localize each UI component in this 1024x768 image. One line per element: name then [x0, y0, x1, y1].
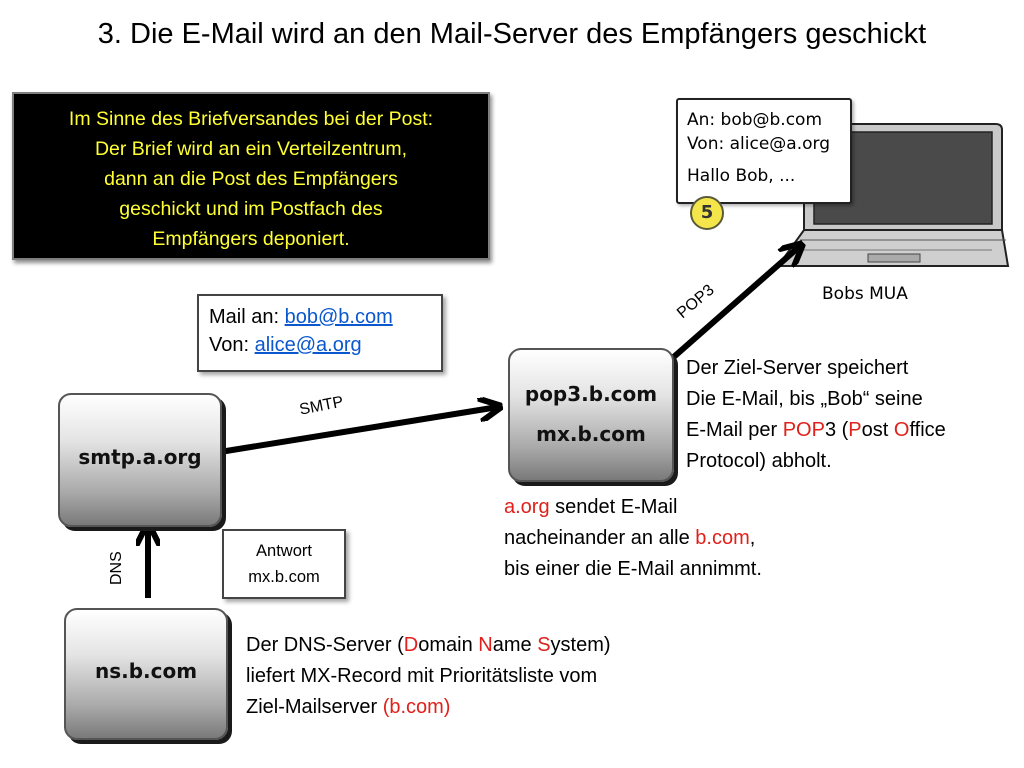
text-line: Protocol) abholt.: [686, 450, 832, 472]
step-number-badge: 5: [690, 196, 724, 230]
email-body: Hallo Bob, ...: [687, 166, 796, 186]
mail-to-link[interactable]: bob@b.com: [284, 306, 393, 328]
pop3-mx-server: pop3.b.com mx.b.com: [508, 348, 674, 482]
answer-line: mx.b.com: [248, 568, 320, 586]
mail-from-link[interactable]: alice@a.org: [254, 334, 362, 356]
text-line: a.org sendet E-Mail: [504, 496, 678, 518]
ns-server: ns.b.com: [64, 608, 228, 740]
smtp-arrow: [219, 407, 498, 455]
text-line: nacheinander an alle b.com,: [504, 527, 756, 549]
mail-to-prefix: Mail an:: [209, 306, 285, 328]
info-line: dann an die Post des Empfängers: [104, 168, 398, 190]
mua-label: Bobs MUA: [822, 284, 908, 304]
ziel-server-description: Der Ziel-Server speichert Die E-Mail, bi…: [686, 353, 946, 477]
slide-title: 3. Die E-Mail wird an den Mail-Server de…: [97, 18, 927, 50]
pop3-server-label: pop3.b.com: [524, 382, 658, 406]
text-line: Der Ziel-Server speichert: [686, 357, 909, 379]
laptop-icon: [776, 123, 1010, 267]
info-line: geschickt und im Postfach des: [119, 198, 383, 220]
text-line: E-Mail per POP3 (Post Office: [686, 419, 946, 441]
info-line: Empfängers deponiert.: [152, 228, 350, 250]
text-line: liefert MX-Record mit Prioritätsliste vo…: [246, 665, 598, 687]
dns-server-description: Der DNS-Server (Domain Name System) lief…: [246, 630, 611, 723]
analogy-info-box: Im Sinne des Briefversandes bei der Post…: [12, 92, 490, 260]
text-line: Ziel-Mailserver (b.com): [246, 696, 451, 718]
info-line: Im Sinne des Briefversandes bei der Post…: [68, 108, 434, 130]
dns-arrow-label: DNS: [108, 551, 125, 585]
text-line: Der DNS-Server (Domain Name System): [246, 634, 611, 656]
aorg-description: a.org sendet E-Mail nacheinander an alle…: [504, 492, 762, 585]
dns-answer-note: Antwort mx.b.com: [222, 529, 346, 599]
info-line: Der Brief wird an ein Verteilzentrum,: [94, 138, 408, 160]
email-from: Von: alice@a.org: [687, 134, 830, 154]
answer-line: Antwort: [256, 542, 312, 560]
smtp-server: smtp.a.org: [58, 393, 222, 527]
mail-from-prefix: Von:: [209, 334, 255, 356]
text-line: Die E-Mail, bis „Bob“ seine: [686, 388, 923, 410]
email-to: An: bob@b.com: [687, 110, 823, 130]
text-line: bis einer die E-Mail annimmt.: [504, 558, 762, 580]
pop3-arrow: [666, 246, 800, 365]
mail-address-note: Mail an: bob@b.com Von: alice@a.org: [197, 294, 443, 372]
mx-server-label: mx.b.com: [536, 422, 646, 446]
email-preview-card: An: bob@b.com Von: alice@a.org Hallo Bob…: [676, 98, 852, 204]
